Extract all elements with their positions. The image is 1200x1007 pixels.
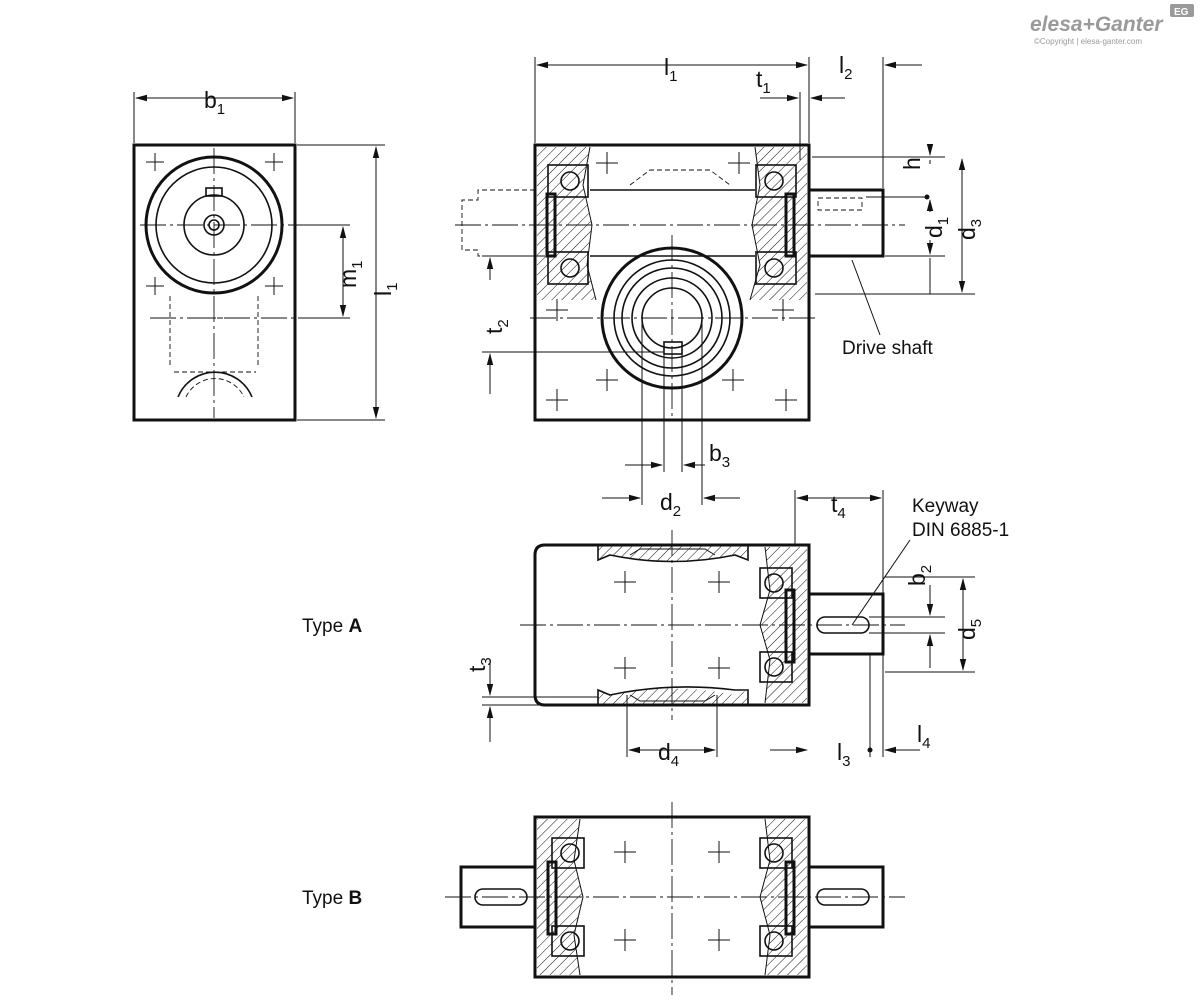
brand-badge-text: EG (1174, 7, 1189, 18)
dim-l1-top: l1 (664, 54, 677, 85)
dim-b3: b3 (709, 440, 730, 471)
dim-t1: t1 (756, 66, 771, 97)
dim-l1-side: l1 (370, 283, 401, 296)
label-keyway-line1: Keyway (912, 496, 979, 517)
label-drive-shaft: Drive shaft (842, 338, 934, 359)
dim-d4: d4 (658, 739, 679, 770)
label-type-b: Type B (302, 888, 362, 909)
dim-b1: b1 (204, 87, 225, 118)
dim-t2: t2 (481, 319, 512, 334)
brand-logo-text: elesa+Ganter (1030, 13, 1164, 36)
label-type-a: Type A (302, 616, 362, 637)
label-keyway-line2: DIN 6885-1 (912, 520, 1009, 541)
brand-logo: elesa+Ganter EG ©Copyright | elesa-gante… (1030, 4, 1194, 46)
dim-d3: d3 (954, 219, 985, 240)
dim-b2: b2 (904, 565, 935, 586)
dim-t4: t4 (831, 491, 846, 522)
dim-l3: l3 (837, 739, 850, 770)
dim-d5: d5 (954, 619, 985, 640)
type-b-view (445, 802, 905, 995)
type-a-view (482, 490, 975, 757)
dim-d1: d1 (921, 217, 952, 238)
brand-copyright: ©Copyright | elesa-ganter.com (1034, 37, 1142, 46)
front-view (455, 57, 975, 505)
dim-d2: d2 (660, 489, 681, 520)
dim-t3: t3 (464, 657, 495, 672)
brand-badge (1170, 4, 1194, 17)
dim-h: h (899, 157, 925, 170)
dim-m1: m1 (335, 260, 366, 288)
dim-l2: l2 (839, 52, 852, 83)
side-view (132, 92, 385, 422)
dim-l4: l4 (917, 721, 930, 752)
